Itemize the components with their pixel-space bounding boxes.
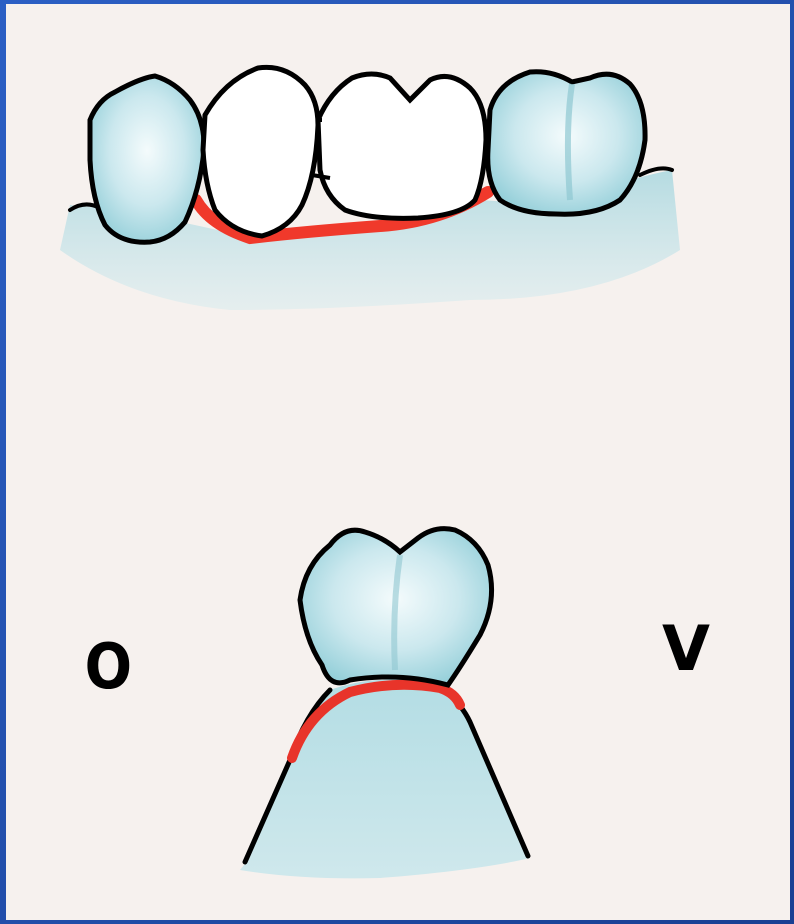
bridge-lateral-view <box>60 67 680 310</box>
pontic-tooth-1 <box>203 67 318 236</box>
bridge-cross-section <box>240 529 530 879</box>
pontic-tooth-2 <box>318 74 486 218</box>
abutment-tooth-left <box>90 76 204 242</box>
label-vestibular: V <box>662 612 710 685</box>
label-oral: O <box>85 630 132 703</box>
